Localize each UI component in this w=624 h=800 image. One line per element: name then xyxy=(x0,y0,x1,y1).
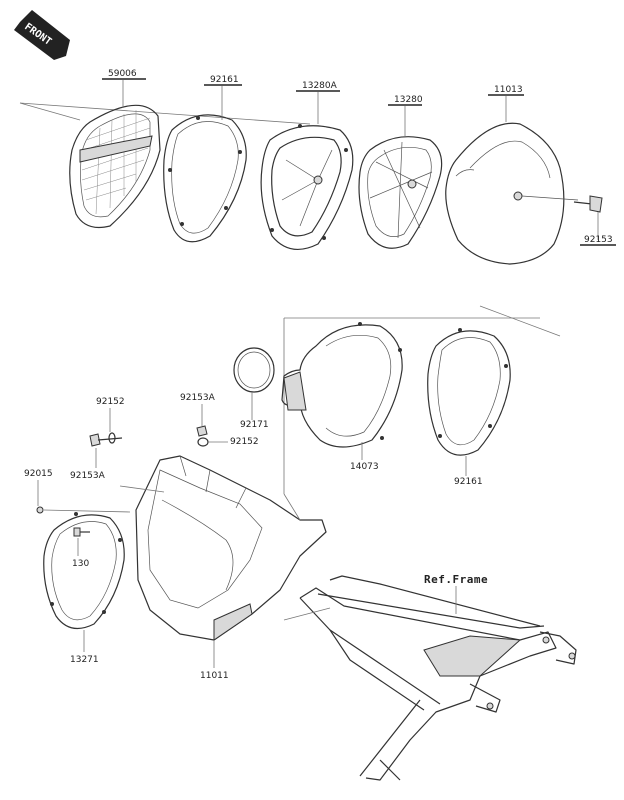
part-label-13280: 13280 xyxy=(394,95,423,105)
part-label-14073: 14073 xyxy=(350,462,379,472)
part-label-92152-mid: 92152 xyxy=(230,437,259,447)
part-label-13271: 13271 xyxy=(70,655,99,665)
top-leader-span xyxy=(19,102,311,125)
intake-duct xyxy=(281,322,403,448)
mid-leader-right xyxy=(479,305,561,337)
clamp-ring xyxy=(233,347,275,393)
part-label-59006: 59006 xyxy=(108,69,137,79)
part-label-92161-top: 92161 xyxy=(210,75,239,85)
part-label-92153A-left: 92153A xyxy=(70,471,106,481)
nut-and-washer xyxy=(196,425,209,447)
filter-cage xyxy=(358,136,443,249)
part-label-92153: 92153 xyxy=(584,235,613,245)
part-label-92161-mid: 92161 xyxy=(454,477,483,487)
air-filter-element xyxy=(69,104,161,229)
link-leader-1 xyxy=(283,493,301,521)
part-label-11013: 11013 xyxy=(494,85,523,95)
screw-130 xyxy=(73,527,90,537)
part-label-130: 130 xyxy=(72,559,89,569)
link-leader-2 xyxy=(283,607,331,621)
top-leader-left xyxy=(19,102,81,121)
reference-frame xyxy=(299,575,577,781)
wing-bolt xyxy=(573,195,603,213)
part-label-92152-left: 92152 xyxy=(96,397,125,407)
bolt-with-washer xyxy=(89,432,123,447)
ref-frame-label: Ref.Frame xyxy=(424,573,488,586)
air-box-housing xyxy=(119,455,327,641)
part-label-13280A: 13280A xyxy=(302,81,338,91)
front-direction-arrow: FRONT xyxy=(14,10,70,60)
air-cleaner-cover xyxy=(445,122,579,265)
part-label-92153A: 92153A xyxy=(180,393,216,403)
gasket-top xyxy=(163,114,247,243)
filter-holder-frame xyxy=(260,124,354,251)
part-label-92015: 92015 xyxy=(24,469,53,479)
gasket-lower-left xyxy=(43,512,125,630)
leader-92015-span xyxy=(43,509,131,513)
part-label-92171: 92171 xyxy=(240,420,269,430)
part-label-11011: 11011 xyxy=(200,671,229,681)
small-nut xyxy=(36,506,44,514)
gasket-middle xyxy=(427,328,511,456)
